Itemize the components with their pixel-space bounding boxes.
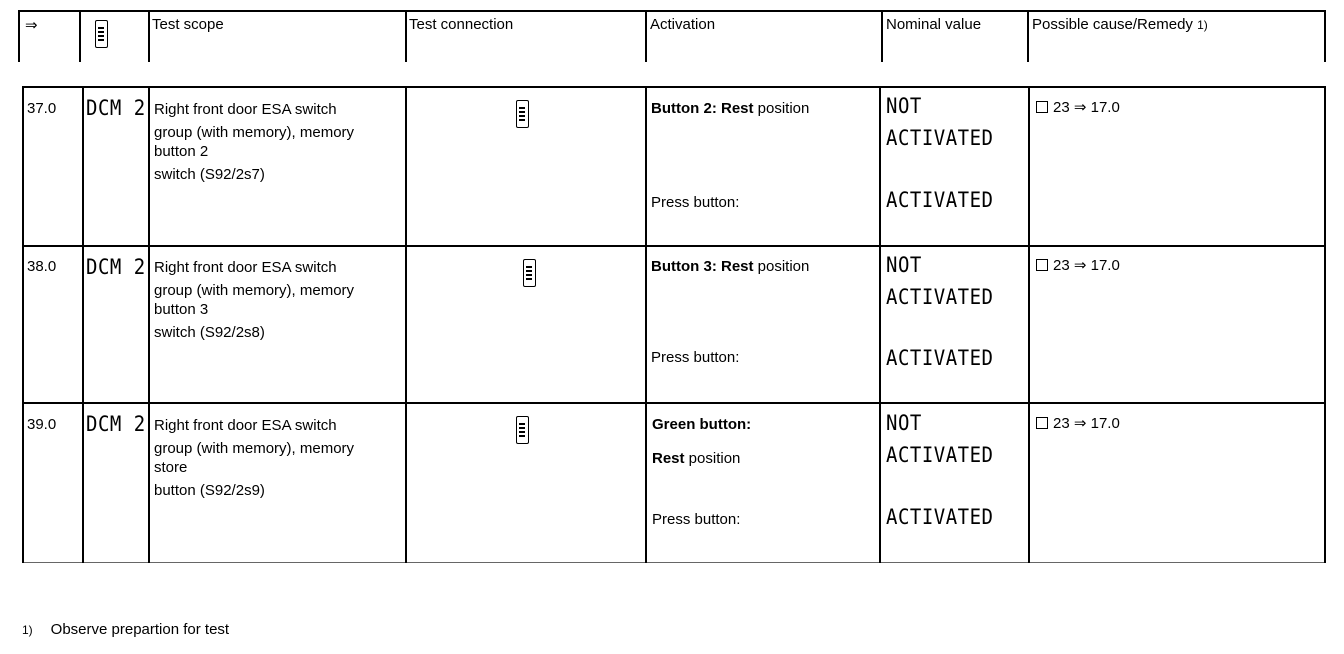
test-scope-text: Right front door ESA switch group (with … [154, 417, 355, 499]
activation-rest: Rest position [652, 450, 741, 467]
step-number: 39.0 [27, 416, 57, 433]
nominal-not: NOT [886, 94, 922, 119]
test-scope-text: Right front door ESA switch group (with … [154, 259, 355, 341]
tester-device-icon [516, 416, 529, 444]
header-activation: Activation [650, 16, 716, 33]
header-test-scope: Test scope [152, 16, 224, 33]
nominal-activated: ACTIVATED [886, 188, 994, 213]
remedy-reference: 23 ⇒ 17.0 [1036, 256, 1120, 274]
step-number: 38.0 [27, 258, 57, 275]
footnote-mark: 1) [22, 623, 33, 637]
remedy-reference: 23 ⇒ 17.0 [1036, 414, 1120, 432]
checkbox-icon [1036, 417, 1048, 429]
tester-device-icon [516, 100, 529, 128]
nominal-activated: ACTIVATED [886, 505, 994, 530]
footnote-text: Observe prepartion for test [50, 621, 230, 638]
header-nominal-value: Nominal value [886, 16, 982, 33]
module-code: DCM 2 [86, 412, 146, 437]
checkbox-icon [1036, 259, 1048, 271]
footnote: 1) Observe prepartion for test [22, 621, 229, 638]
activation-press: Press button: [651, 349, 740, 366]
header-arrow: ⇒ [25, 17, 38, 34]
header-possible-cause: Possible cause/Remedy 1) [1032, 16, 1208, 33]
module-code: DCM 2 [86, 255, 146, 280]
nominal-not: NOT [886, 411, 922, 436]
tester-device-icon [523, 259, 536, 287]
nominal-activated: ACTIVATED [886, 126, 994, 151]
nominal-activated: ACTIVATED [886, 285, 994, 310]
header-test-connection: Test connection [409, 16, 514, 33]
activation-rest: Button 3: Rest position [651, 258, 810, 275]
activation-press: Press button: [652, 511, 741, 528]
nominal-not: NOT [886, 253, 922, 278]
activation-rest: Button 2: Rest position [651, 100, 810, 117]
remedy-reference: 23 ⇒ 17.0 [1036, 98, 1120, 116]
activation-label: Green button: [652, 416, 752, 433]
activation-press: Press button: [651, 194, 740, 211]
nominal-activated: ACTIVATED [886, 443, 994, 468]
module-code: DCM 2 [86, 96, 146, 121]
checkbox-icon [1036, 101, 1048, 113]
tester-device-icon [95, 20, 108, 48]
test-scope-text: Right front door ESA switch group (with … [154, 101, 355, 183]
step-number: 37.0 [27, 100, 57, 117]
nominal-activated: ACTIVATED [886, 346, 994, 371]
